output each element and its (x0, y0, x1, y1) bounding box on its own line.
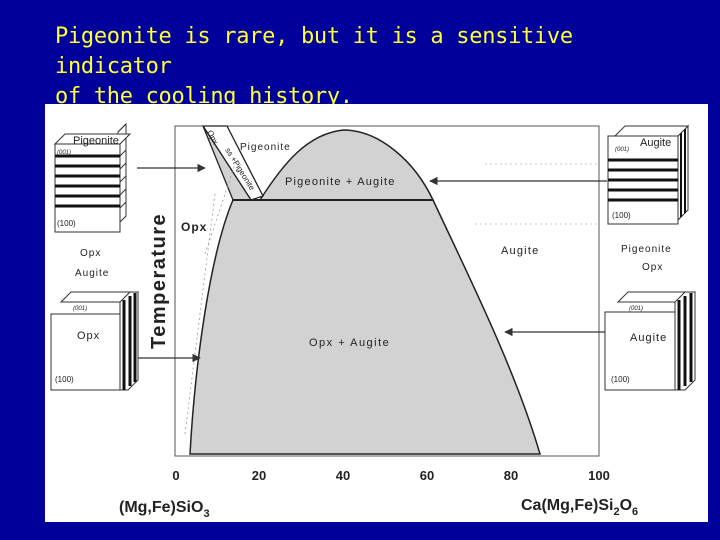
crystal-augite-right: Augite (001) (100) Pigeonite Opx (607, 124, 690, 273)
svg-text:Augite: Augite (630, 332, 667, 344)
x-tick-40: 40 (336, 468, 350, 483)
svg-text:Pigeonite: Pigeonite (73, 135, 119, 147)
label-augite: Augite (501, 245, 539, 257)
svg-text:(100): (100) (611, 375, 630, 384)
svg-text:(001): (001) (615, 147, 629, 153)
svg-text:(001): (001) (73, 306, 87, 312)
label-pigeonite-augite: Pigeonite + Augite (285, 176, 396, 188)
pigeonite-augite-field (258, 129, 435, 201)
label-opx: Opx (181, 220, 207, 234)
phase-diagram-svg: Pigeonite Pigeonite + Augite Opx Augite … (50, 122, 697, 520)
label-opx-augite: Opx + Augite (309, 337, 390, 349)
guide-lines-right (475, 163, 600, 225)
x-left-formula: (Mg,Fe)SiO3 (119, 499, 210, 520)
title-line-1: Pigeonite is rare, but it is a sensitive… (55, 24, 573, 79)
svg-text:Opx: Opx (642, 262, 663, 273)
crystal-opx-left: (001) Opx (100) (50, 291, 140, 391)
crystal-pigeonite-left: Pigeonite (001) (100) Opx Augite (53, 122, 132, 279)
svg-text:(001): (001) (629, 306, 643, 312)
svg-text:Augite: Augite (75, 268, 109, 279)
x-tick-60: 60 (420, 468, 434, 483)
svg-text:(001): (001) (57, 150, 71, 156)
svg-text:Augite: Augite (640, 137, 671, 149)
svg-text:Opx: Opx (77, 330, 100, 342)
x-tick-80: 80 (504, 468, 518, 483)
label-pigeonite: Pigeonite (240, 142, 291, 153)
x-right-formula: Ca(Mg,Fe)Si2O6 (521, 497, 638, 518)
x-tick-0: 0 (172, 468, 179, 483)
y-axis-label: Temperature (148, 213, 170, 349)
guide-lines-left (184, 163, 236, 435)
crystal-augite-right-bottom: (001) Augite (100) (604, 291, 697, 391)
svg-text:Opx: Opx (80, 248, 101, 259)
svg-text:(100): (100) (55, 375, 74, 384)
x-tick-100: 100 (588, 468, 610, 483)
slide-title: Pigeonite is rare, but it is a sensitive… (55, 22, 695, 112)
svg-text:(100): (100) (612, 211, 631, 220)
x-tick-20: 20 (252, 468, 266, 483)
svg-text:(100): (100) (57, 219, 76, 228)
svg-text:Pigeonite: Pigeonite (621, 244, 672, 255)
phase-diagram-figure: Pigeonite Pigeonite + Augite Opx Augite … (45, 104, 708, 522)
